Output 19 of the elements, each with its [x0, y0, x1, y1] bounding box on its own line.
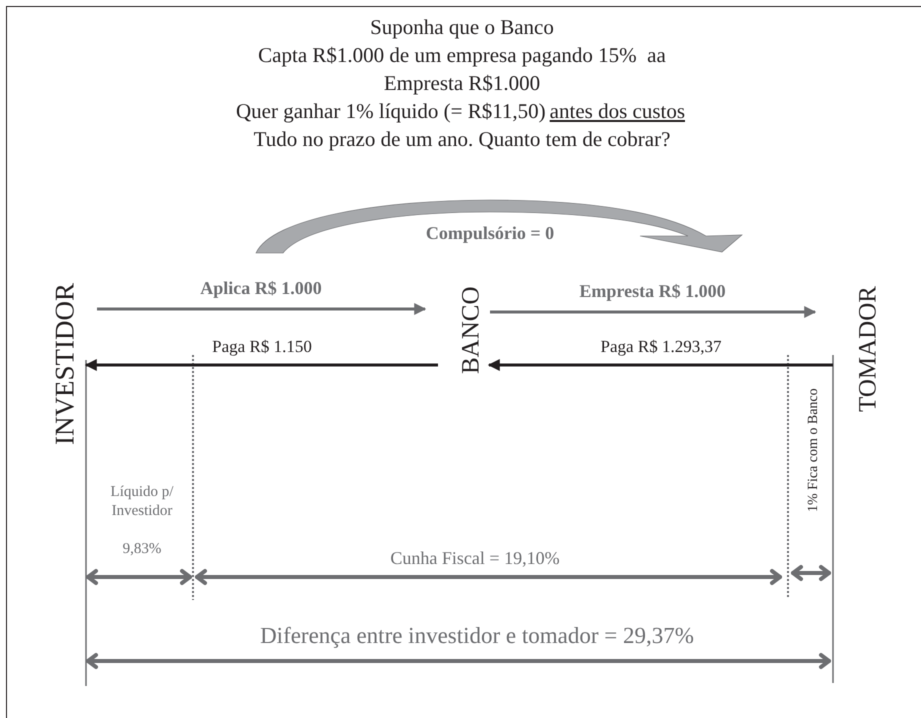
- arrow: [84, 359, 438, 371]
- vertical-note: 1% Fica com o Banco: [805, 387, 822, 514]
- question-text: Tudo no prazo de um ano. Quanto tem de cobrar?: [252, 126, 672, 152]
- question-text: Empresta R$1.000: [382, 70, 542, 96]
- annotation-text: 9,83%: [122, 540, 162, 559]
- annotation-text: Diferença entre investidor e tomador = 29,37%: [259, 622, 695, 650]
- arrow: [490, 306, 816, 318]
- question-text: Suponha que o Banco: [369, 14, 555, 40]
- vertical-label: TOMADOR: [853, 276, 883, 422]
- question-text: Capta R$1.000 de um empresa pagando 15% aa: [257, 42, 667, 68]
- annotation-text: Líquido p/ Investidor: [110, 483, 174, 520]
- vertical-label: INVESTIDOR: [50, 284, 80, 444]
- vertical-label: BANCO: [455, 282, 487, 378]
- annotation-text: Cunha Fiscal = 19,10%: [389, 547, 561, 570]
- question-text: Quer ganhar 1% líquido (= R$11,50): [236, 98, 546, 124]
- annotation-text: Compulsório = 0: [424, 222, 556, 244]
- arrow: [97, 303, 426, 315]
- underlined-text: antes dos custos: [550, 98, 685, 124]
- arrow: [488, 359, 833, 371]
